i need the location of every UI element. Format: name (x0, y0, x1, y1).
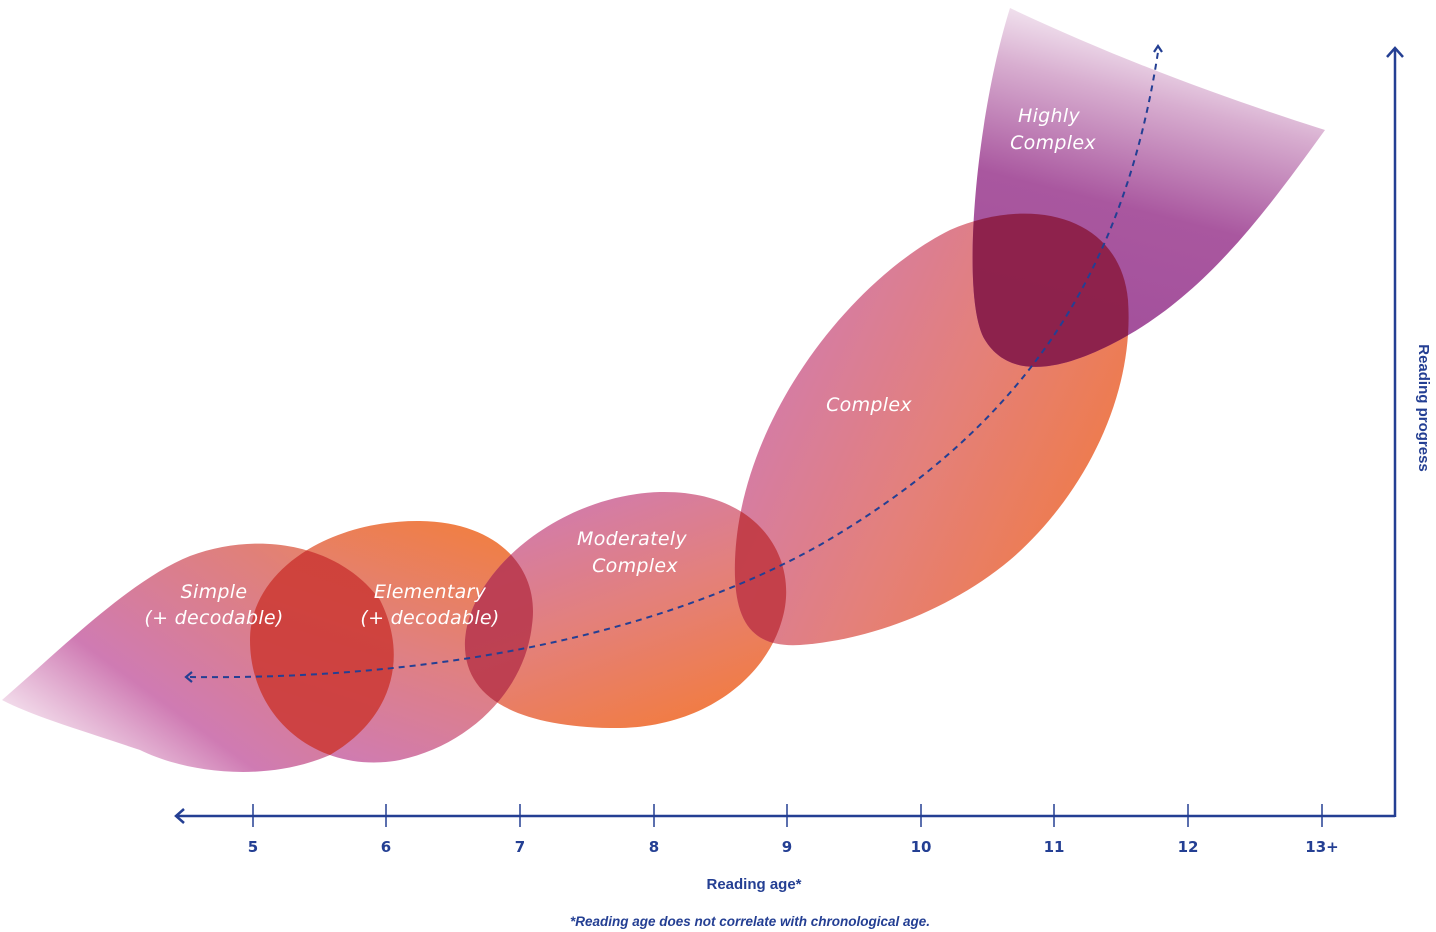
label-simple: Simple (181, 581, 248, 603)
y-axis: Reading progress (1386, 46, 1432, 817)
x-tick-label: 12 (1178, 838, 1199, 856)
label-complex: Complex (826, 394, 912, 416)
overlap-simple-elementary (250, 543, 394, 763)
label-elementary: Elementary (374, 581, 487, 603)
x-tick-label: 6 (381, 838, 391, 856)
arrowhead-left-icon (184, 671, 193, 683)
band-moderately-complex (464, 491, 787, 729)
arrowhead-up-icon (1153, 44, 1163, 53)
footnote: *Reading age does not correlate with chr… (570, 914, 930, 929)
progress-trajectory-arrow (184, 44, 1163, 683)
x-tick-label: 8 (649, 838, 659, 856)
x-axis: 5 6 7 8 9 10 11 12 13+ (174, 804, 1395, 856)
label-highly-sub: Complex (1010, 132, 1096, 154)
x-tick-label: 7 (515, 838, 525, 856)
label-moderately: Moderately (577, 528, 687, 550)
x-axis-arrow-left-icon (174, 808, 185, 824)
y-axis-arrow-up-icon (1386, 46, 1404, 58)
x-tick-label: 11 (1044, 838, 1065, 856)
x-tick-label: 13+ (1305, 838, 1338, 856)
label-highly: Highly (1018, 105, 1080, 127)
label-simple-sub: (+ decodable) (144, 607, 283, 629)
label-moderately-sub: Complex (592, 555, 678, 577)
y-axis-title: Reading progress (1415, 344, 1432, 472)
x-tick-label: 10 (911, 838, 932, 856)
x-axis-title: Reading age* (706, 876, 801, 893)
overlap-complex-highly (972, 213, 1129, 367)
x-tick-label: 5 (248, 838, 258, 856)
x-tick-label: 9 (782, 838, 792, 856)
label-elementary-sub: (+ decodable) (360, 607, 499, 629)
